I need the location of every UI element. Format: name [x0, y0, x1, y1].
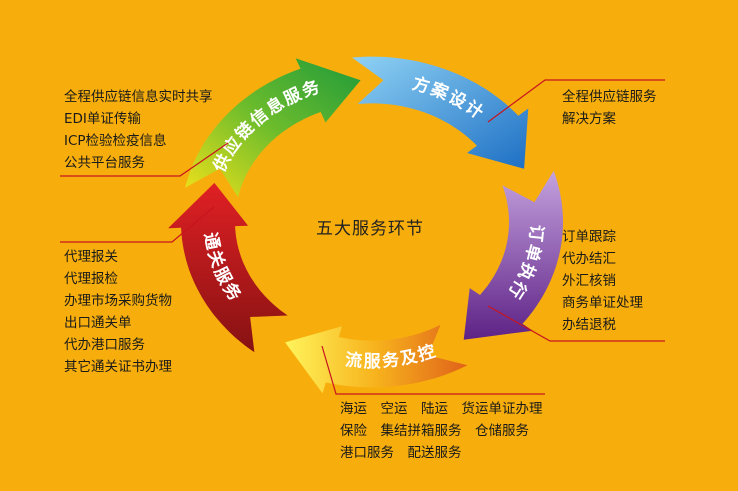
annotation-item: 外汇核销 [562, 273, 616, 289]
annotation-item: 其它通关证书办理 [64, 359, 172, 375]
annotation-info: 全程供应链信息实时共享 EDI单证传输 ICP检验检疫信息 公共平台服务 [64, 86, 213, 174]
annotation-item: 代办港口服务 [64, 337, 145, 353]
annotation-item: 解决方案 [562, 111, 616, 127]
annotation-item: 全程供应链服务 [562, 89, 657, 105]
leader-line-logistics [321, 345, 545, 395]
annotation-item: 代办结汇 [562, 251, 616, 267]
center-title: 五大服务环节 [316, 219, 424, 239]
leader-line-customs [60, 206, 215, 243]
segment-order-arrow [463, 170, 563, 340]
segment-customs-arrow [168, 182, 288, 353]
annotation-item: 商务单证处理 [562, 295, 643, 311]
segment-info-arrow [185, 58, 361, 198]
annotation-design: 全程供应链服务 解决方案 [562, 86, 657, 130]
leader-line-design [487, 79, 665, 123]
segment-design-arrow [352, 56, 529, 169]
annotation-customs: 代理报关 代理报检 办理市场采购货物 出口通关单 代办港口服务 其它通关证书办理 [64, 246, 172, 378]
annotation-order: 订单跟踪 代办结汇 外汇核销 商务单证处理 办结退税 [562, 226, 643, 336]
annotation-item: 办结退税 [562, 317, 616, 333]
annotation-item: 全程供应链信息实时共享 [64, 89, 213, 105]
annotation-item: 出口通关单 [64, 315, 132, 331]
annotation-item: 代理报关 [64, 249, 118, 265]
annotation-item: 代理报检 [64, 271, 118, 287]
annotation-item: 订单跟踪 [562, 229, 616, 245]
annotation-item: ICP检验检疫信息 [64, 133, 167, 149]
leader-line-order [487, 305, 665, 342]
annotation-logistics: 海运 空运 陆运 货运单证办理 保险 集结拼箱服务 仓储服务 港口服务 配送服务 [340, 398, 543, 464]
annotation-item: 海运 空运 陆运 货运单证办理 [340, 401, 543, 417]
annotation-item: 办理市场采购货物 [64, 293, 172, 309]
annotation-item: EDI单证传输 [64, 111, 141, 127]
annotation-item: 保险 集结拼箱服务 仓储服务 [340, 423, 529, 439]
annotation-item: 公共平台服务 [64, 155, 145, 171]
annotation-item: 港口服务 配送服务 [340, 445, 462, 461]
leader-line-info [60, 142, 229, 177]
